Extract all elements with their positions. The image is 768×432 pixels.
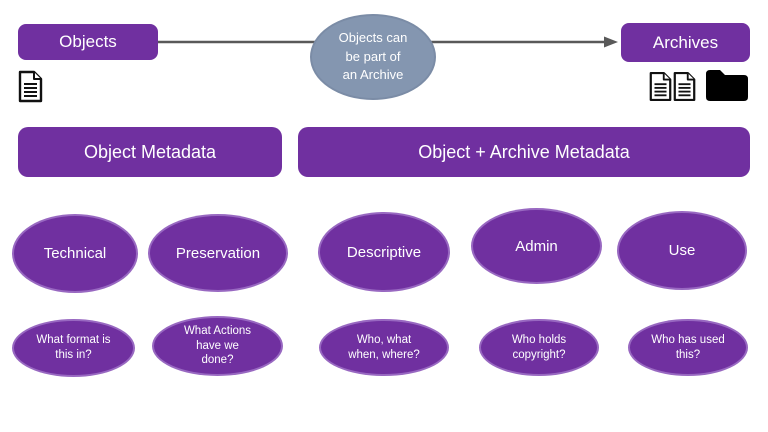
category-ellipse-use: Use [617, 211, 747, 290]
question-ellipse-descriptive: Who, what when, where? [319, 319, 449, 376]
category-ellipse-preservation: Preservation [148, 214, 288, 292]
archives-box: Archives [621, 23, 750, 62]
question-ellipse-admin: Who holds copyright? [479, 319, 599, 376]
section-object-archive-metadata: Object + Archive Metadata [298, 127, 750, 177]
objects-box: Objects [18, 24, 158, 60]
folder-icon [706, 70, 748, 101]
question-ellipse-use: Who has used this? [628, 319, 748, 376]
connector-note-ellipse: Objects can be part of an Archive [310, 14, 436, 100]
section-object-metadata: Object Metadata [18, 127, 282, 177]
document-icon [649, 71, 672, 102]
question-ellipse-technical: What format is this in? [12, 319, 135, 377]
category-ellipse-technical: Technical [12, 214, 138, 293]
question-ellipse-preservation: What Actions have we done? [152, 316, 283, 376]
document-icon [673, 71, 696, 102]
document-icon [18, 70, 43, 103]
category-ellipse-admin: Admin [471, 208, 602, 284]
category-ellipse-descriptive: Descriptive [318, 212, 450, 292]
